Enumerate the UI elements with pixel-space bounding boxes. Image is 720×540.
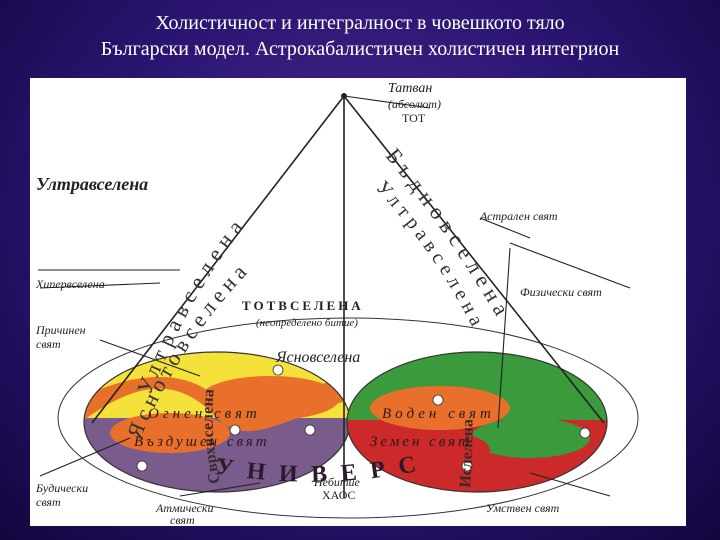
symbol-circle — [461, 460, 473, 472]
astral-label: Астрален свят — [479, 209, 558, 223]
right-outer-arc-label: Бъдновселена — [381, 143, 517, 324]
right-disk-outline — [346, 351, 608, 493]
outer-ellipse — [57, 317, 639, 519]
hyper-label: Хипервселена — [35, 277, 105, 291]
air-world-label: Въздушен свят — [134, 434, 270, 450]
symbol-circle — [432, 394, 444, 406]
mental-label: Умствен свят — [486, 501, 560, 515]
apex-label: Татван — [388, 81, 432, 96]
symbol-circle — [579, 427, 591, 439]
physical-label: Физически свят — [520, 285, 602, 299]
symbol-circle — [229, 424, 241, 436]
yasnovselena-label: Ясновселена — [275, 349, 360, 366]
symbol-circle — [272, 364, 284, 376]
buddhic-label-1: Будически — [35, 481, 88, 495]
inner-right-vertical-text: Ислелена — [457, 419, 476, 488]
ultra-label: Ултравселена — [36, 174, 148, 194]
haos-label: ХАОС — [322, 488, 356, 502]
totvselena-sublabel: (неопределено битие) — [256, 317, 358, 329]
atmic-label-2: свят — [170, 513, 195, 526]
cause-label-1: Причинен — [35, 323, 86, 337]
symbol-circles — [136, 364, 591, 472]
inner-right-vertical-label: Ислелена — [457, 419, 476, 488]
symbol-circle — [136, 460, 148, 472]
slide-title-line-2: Български модел. Астрокабалистичен холис… — [100, 38, 620, 60]
nebitie-label: Небитие — [313, 475, 361, 489]
buddhic-label-2: свят — [36, 495, 61, 509]
holistic-diagram: Татван (абсолют) ТОТ Ултравселена Хиперв… — [35, 81, 639, 527]
apex-sublabel-2: ТОТ — [402, 111, 426, 125]
symbol-circle — [304, 424, 316, 436]
totvselena-label: ТОТВСЕЛЕНА — [242, 298, 364, 313]
water-world-label: Воден свят — [382, 406, 495, 422]
pyramid-lines — [91, 95, 605, 498]
right-disk — [347, 352, 607, 492]
slide-title-line-1: Холистичност и интегралност в човешкото … — [155, 12, 565, 34]
earth-world-label: Земен свят — [370, 434, 472, 450]
fire-world-label: Огнен свят — [148, 406, 261, 422]
apex-sublabel: (абсолют) — [388, 97, 441, 111]
atmic-label-1: Атмически — [155, 501, 214, 515]
right-outer-arc-text: Бъдновселена — [381, 143, 511, 324]
pointer-lines — [38, 95, 631, 497]
cause-label-2: свят — [36, 337, 61, 351]
diagram-panel: Татван (абсолют) ТОТ Ултравселена Хиперв… — [30, 78, 686, 527]
